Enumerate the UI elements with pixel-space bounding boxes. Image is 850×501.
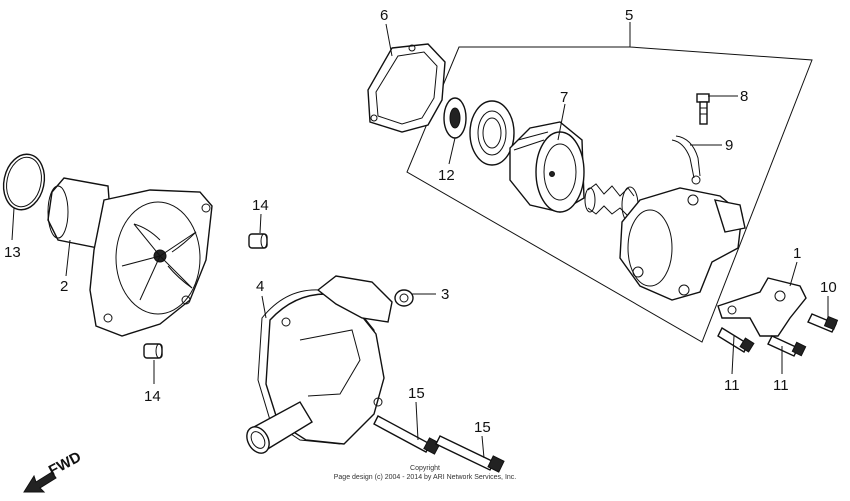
callout-labels: 1 2 3 4 5 6 7 8 9 10 11 11 12 13 14 14 1… — [4, 7, 837, 436]
copyright-line-2: Page design (c) 2004 - 2014 by ARI Netwo… — [334, 474, 517, 481]
callout-10: 10 — [820, 279, 837, 296]
part-11-bolt-right — [767, 335, 807, 357]
part-14-collar-top — [248, 233, 268, 249]
part-11-bolt-left — [717, 327, 755, 353]
part-housing-cover — [619, 187, 746, 301]
assembly-outline-5 — [406, 42, 813, 343]
part-pump-cover — [246, 275, 393, 454]
callout-11-left: 11 — [724, 377, 740, 394]
part-3-collar — [394, 289, 414, 307]
part-9-clip — [671, 135, 701, 185]
part-8-bleed-bolt — [696, 93, 710, 125]
part-6-gasket — [367, 43, 446, 133]
callout-13: 13 — [4, 244, 21, 261]
callout-1: 1 — [793, 245, 801, 262]
part-10-bolt — [807, 313, 839, 333]
fwd-direction-indicator: FWD — [23, 448, 84, 493]
callout-12: 12 — [438, 167, 455, 184]
callout-3: 3 — [441, 286, 449, 303]
callout-6: 6 — [380, 7, 388, 24]
callout-7: 7 — [560, 89, 568, 106]
part-14-collar-bottom — [143, 343, 163, 359]
part-13-o-ring — [2, 153, 46, 211]
callout-5: 5 — [625, 7, 633, 24]
callout-9: 9 — [725, 137, 733, 154]
callout-4: 4 — [256, 278, 264, 295]
callout-15-lower: 15 — [474, 419, 491, 436]
part-15-bolt-lower — [435, 435, 505, 473]
fwd-arrow-icon — [23, 471, 57, 493]
callout-2: 2 — [60, 278, 68, 295]
part-7-cup — [509, 121, 585, 213]
fwd-label: FWD — [46, 448, 84, 479]
copyright-line-1: Copyright — [410, 465, 440, 472]
part-2-pump-body — [47, 177, 213, 337]
callout-11-right: 11 — [773, 377, 789, 394]
leader-lines — [11, 22, 829, 459]
callout-15-upper: 15 — [408, 385, 425, 402]
part-15-bolt-upper — [373, 415, 441, 455]
callout-14-bottom: 14 — [144, 388, 161, 405]
part-1-bracket — [717, 277, 807, 337]
copyright-notice: Copyright Page design (c) 2004 - 2014 by… — [334, 465, 517, 481]
part-12-seal — [443, 97, 467, 139]
callout-8: 8 — [740, 88, 748, 105]
callout-14-top: 14 — [252, 197, 269, 214]
part-seal-ring — [469, 100, 515, 166]
